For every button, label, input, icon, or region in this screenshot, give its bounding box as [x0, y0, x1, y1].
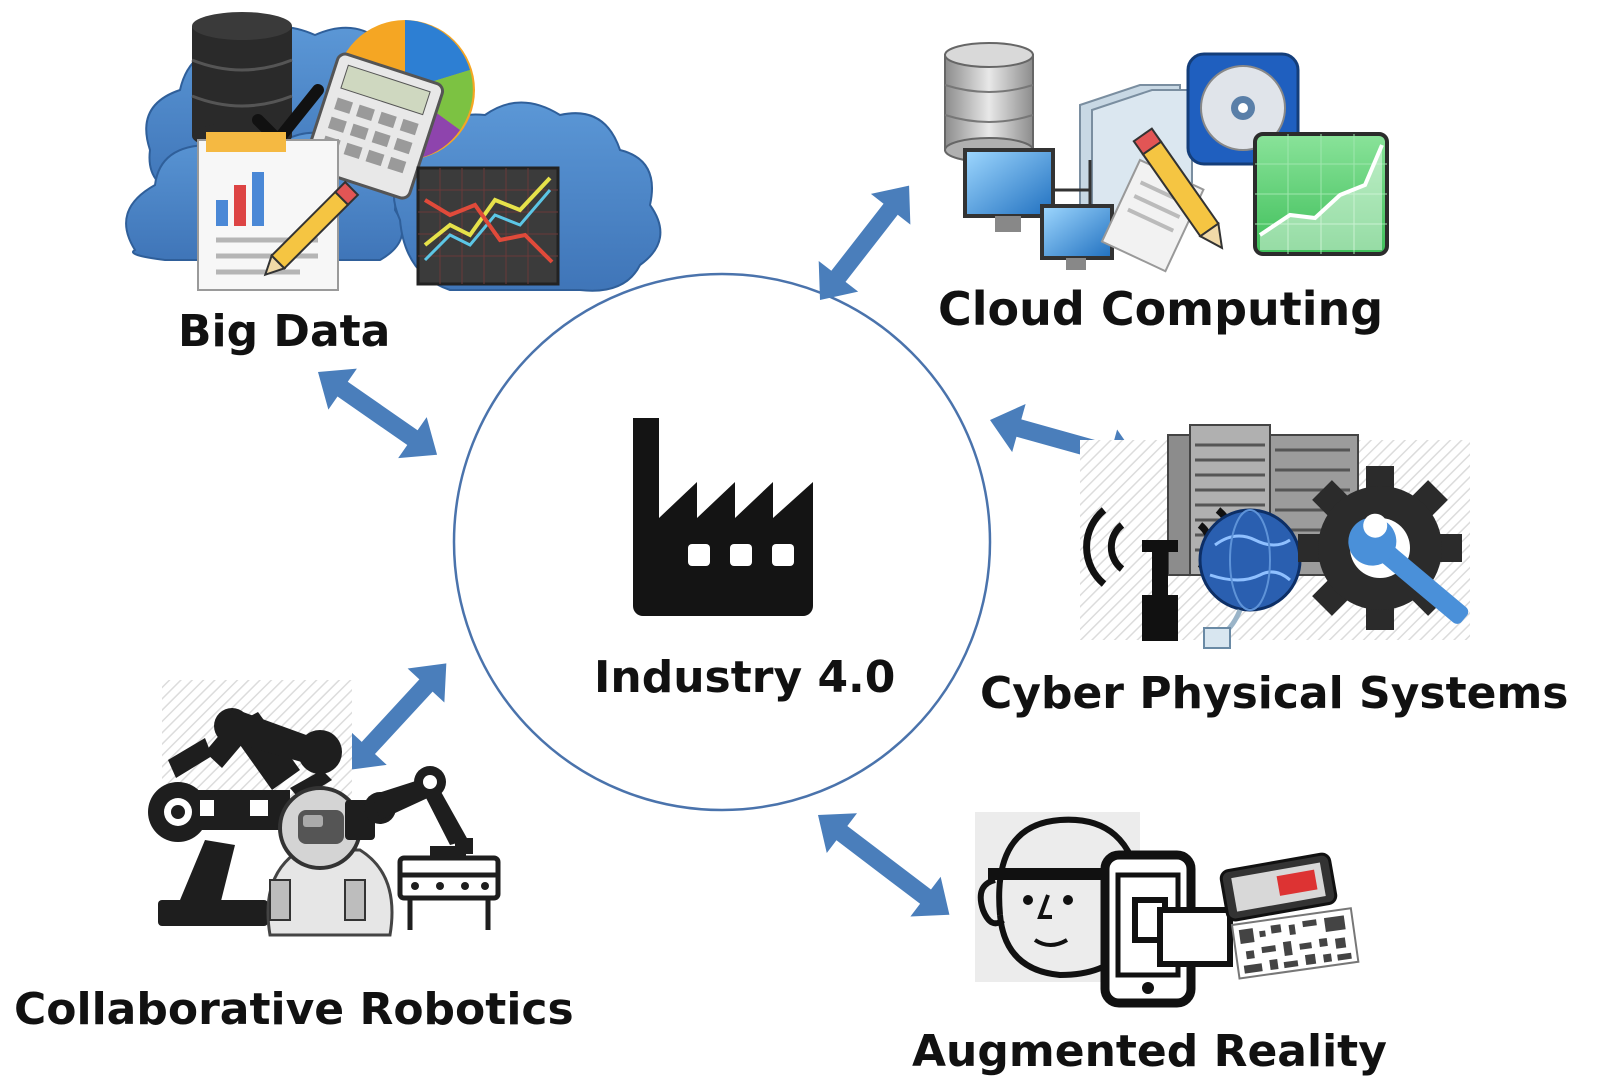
- node-label-cloud-computing: Cloud Computing: [938, 282, 1384, 336]
- arrow-collaborative-robotics: [348, 663, 447, 770]
- arrow-augmented-reality: [818, 813, 950, 917]
- node-label-cyber-physical-systems: Cyber Physical Systems: [980, 668, 1569, 719]
- arrow-big-data: [318, 368, 438, 459]
- node-label-big-data: Big Data: [178, 306, 391, 357]
- node-label-collaborative-robotics: Collaborative Robotics: [14, 984, 574, 1035]
- center-label: Industry 4.0: [594, 652, 896, 703]
- node-label-augmented-reality: Augmented Reality: [912, 1026, 1387, 1077]
- big-data-icon: [125, 12, 662, 292]
- cloud-computing-icon: [944, 42, 1389, 273]
- collaborative-robotics-icon: [148, 680, 501, 937]
- augmented-reality-icon: [975, 812, 1360, 1008]
- cyber-physical-systems-icon: [1080, 424, 1470, 649]
- factory-icon: [633, 418, 813, 616]
- arrow-cloud-computing: [818, 185, 911, 300]
